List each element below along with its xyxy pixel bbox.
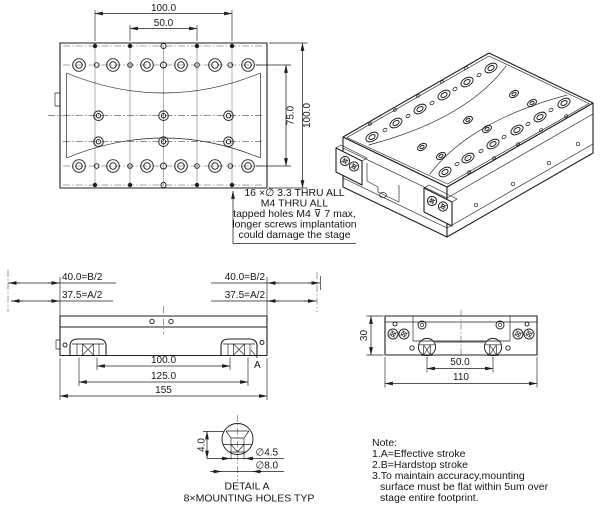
dim-b-left: 40.0=B/2 [62,272,103,283]
note-line-1: 1.A=Effective stroke [372,448,466,460]
iso-peg [379,192,387,198]
dim-height-outer: 100.0 [302,103,313,128]
iso-plate-ledge [342,113,594,199]
left-notch [54,92,61,107]
lower-flexure-curve [66,137,261,159]
side-dimensions: 30 50.0 110 [359,315,538,388]
dim-width-inner: 50.0 [154,18,174,29]
dim-side-feet: 50.0 [450,357,470,368]
front-body [59,326,268,357]
upper-flexure-curve [66,72,261,94]
dim-hole-small: ∅4.5 [256,448,279,459]
dim-holes-outer: 125.0 [151,371,176,382]
callout-line-4: longer screws implantation [232,219,356,231]
dim-a-left: 37.5=A/2 [62,290,103,301]
note-block: Note: 1.A=Effective stroke 2.B=Hardstop … [372,437,549,504]
iso-base-seam [342,143,594,229]
dim-a-right: 37.5=A/2 [225,290,266,301]
note-line-2: 2.B=Hardstop stroke [372,459,468,471]
iso-top-face [342,52,594,188]
isometric-view [335,52,594,238]
callout-block: 16 ×∅ 3.3 THRU ALL M4 THRU ALL tapped ho… [231,187,357,244]
detail-circle [221,423,254,455]
callout-line-3: tapped holes M4 ⊽ 7 max, [233,208,356,220]
dim-hole-large: ∅8.0 [256,461,279,472]
front-stroke-dimensions: 40.0=B/2 37.5=A/2 40.0=B/2 37.5=A/2 [7,270,321,316]
dim-height-inner: 75.0 [286,105,297,125]
callout-line-2: M4 THRU ALL [261,198,329,210]
callout-line-1: 16 ×∅ 3.3 THRU ALL [244,187,344,199]
dim-side-height: 30 [359,330,370,342]
callout-line-5: could damage the stage [238,229,350,241]
note-line-4: surface must be flat within 5um over [380,481,549,493]
detail-dimensions: 4.0 ∅4.5 ∅8.0 [197,431,284,474]
dim-total-width: 155 [155,385,172,396]
iso-upper-curve [368,65,507,146]
front-bottom-dimensions: 100.0 125.0 155 [59,355,268,400]
front-right-foot [220,338,258,356]
dim-width-outer: 100.0 [151,3,176,14]
dim-detail-offset: 4.0 [197,438,208,452]
thru-holes-edge-rows [92,42,235,189]
dim-holes-inner: 100.0 [151,355,176,366]
edge-bands [66,73,261,158]
mounting-holes-top-row [72,58,255,72]
detail-subtitle: 8×MOUNTING HOLES TYP [184,493,315,505]
detail-a-view: 4.0 ∅4.5 ∅8.0 DETAIL A 8×MOUNTING HOLES … [184,415,315,505]
note-title: Note: [372,437,397,449]
side-internal-lines [385,316,537,343]
front-view: A 40.0=B/2 37.5=A/2 40.0=B/2 37.5=A/2 10… [7,270,321,400]
iso-center-notch [366,163,400,203]
note-line-5: stage entire footprint. [380,492,479,504]
detail-foot-section [222,430,253,460]
detail-title: DETAIL A [225,481,270,493]
dim-side-total: 110 [453,372,469,383]
front-left-foot [69,338,107,356]
side-view: 30 50.0 110 [359,310,538,388]
detail-a-leader [250,349,258,359]
mounting-holes-bottom-row [72,159,255,173]
dim-b-right: 40.0=B/2 [225,272,266,283]
note-line-3: 3.To maintain accuracy,mounting [372,470,525,482]
top-view: 100.0 50.0 75.0 100.0 [48,3,313,189]
top-view-dimensions: 100.0 50.0 75.0 100.0 [94,3,313,189]
detail-a-marker: A [254,360,261,371]
front-left-nub [55,339,61,350]
